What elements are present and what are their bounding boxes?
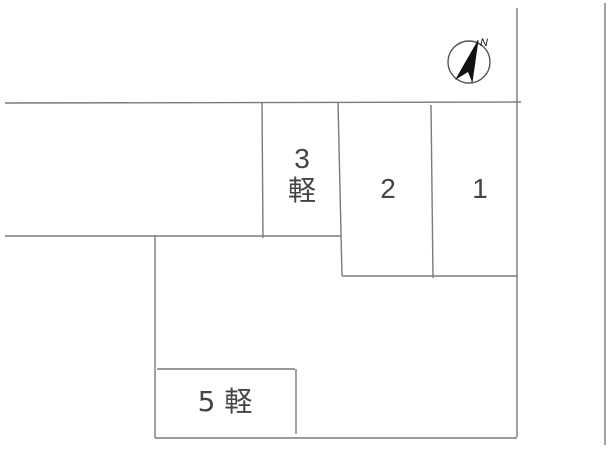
space3-kei-mark: 軽 <box>287 174 316 208</box>
north-label: N <box>480 37 488 49</box>
north-arrow-icon: N <box>447 37 491 84</box>
space3-left-line <box>261 102 264 239</box>
top-boundary-line <box>4 101 522 104</box>
space1-label: 1 <box>472 173 488 204</box>
space2-left-line <box>337 102 343 277</box>
space2-label: 2 <box>380 173 396 204</box>
space1-2-divider <box>430 104 434 279</box>
space5-label: 5 軽 <box>197 385 253 418</box>
space3-number: 3 <box>294 143 310 174</box>
space3-label: 3 軽 <box>272 143 332 207</box>
